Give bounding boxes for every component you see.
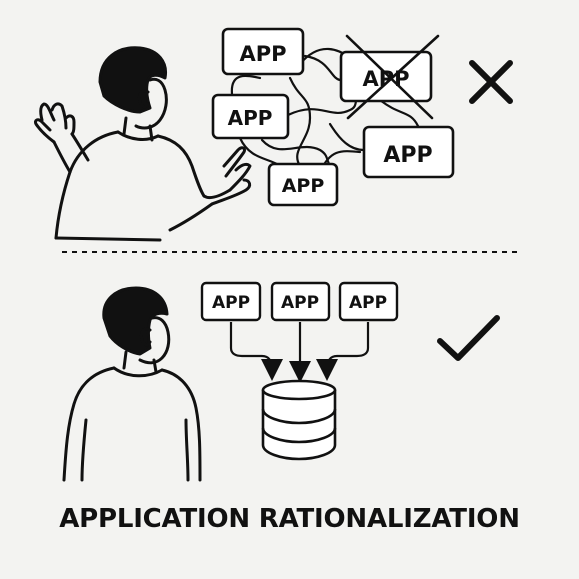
app-label: APP [212,293,250,313]
app-box: APP [270,281,331,322]
app-box: APP [221,27,305,76]
app-label: APP [281,293,319,313]
app-box: APP [211,93,290,140]
converging-arrows [229,322,370,383]
app-box: APP [267,162,339,207]
page-title: APPLICATION RATIONALIZATION [59,504,520,534]
checkmark-icon [437,315,500,361]
app-label: APP [349,293,387,313]
person-presenting [34,46,252,242]
app-box-crossed-out: APP [339,34,440,120]
x-cross-icon [469,60,513,104]
app-label: APP [228,106,273,130]
app-label: APP [362,67,409,91]
strike-x-icon [345,34,440,120]
app-box: APP [200,281,262,322]
database-icon [261,379,337,461]
app-label: APP [239,42,286,66]
person-standing [62,286,202,482]
app-label: APP [383,143,432,168]
app-label: APP [282,175,325,197]
app-box: APP [362,125,455,179]
app-box: APP [338,281,399,322]
